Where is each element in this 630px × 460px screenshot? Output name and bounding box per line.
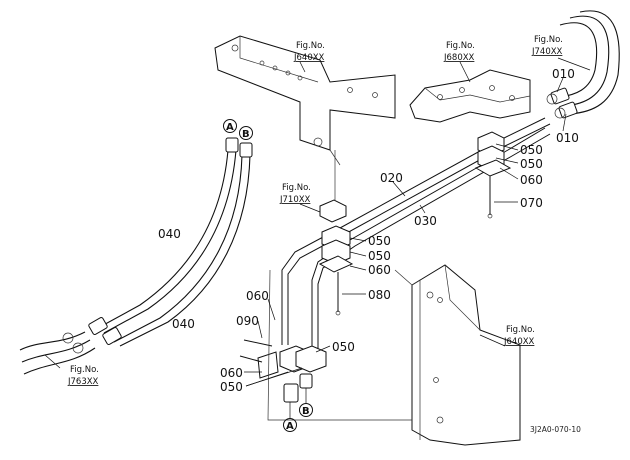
label-030: 030 [414, 214, 437, 228]
fig-ref-j710: Fig.No. J710XX [279, 183, 311, 205]
fig-ref-j640-bottom: Fig.No. J640XX [503, 325, 535, 347]
svg-text:B: B [242, 129, 250, 140]
label-050-a: 050 [520, 143, 543, 157]
marker-a-bottom: A [283, 402, 297, 432]
label-060-b: 060 [368, 263, 391, 277]
label-070: 070 [520, 196, 543, 210]
label-040-lower: 040 [172, 317, 195, 331]
label-050-d: 050 [368, 249, 391, 263]
fig-ref-code: J680XX [443, 53, 475, 63]
leader-lines [244, 77, 567, 387]
label-060-d: 060 [220, 366, 243, 380]
adapter-010-lower [554, 101, 578, 119]
fig-ref-label: Fig.No. [70, 365, 99, 375]
label-040-upper: 040 [158, 227, 181, 241]
svg-text:B: B [302, 406, 310, 417]
label-010-top: 010 [552, 67, 575, 81]
fig-ref-j680: Fig.No. J680XX [443, 41, 475, 63]
fig-ref-j763: Fig.No. J763XX [67, 365, 99, 387]
label-080: 080 [368, 288, 391, 302]
fig-ref-code: J763XX [67, 377, 99, 387]
label-050-e: 050 [332, 340, 355, 354]
marker-a-top: A [223, 119, 237, 133]
fig-ref-code: J740XX [531, 47, 563, 57]
label-050-f: 050 [220, 380, 243, 394]
clamp-middle [318, 225, 354, 316]
label-050-b: 050 [520, 157, 543, 171]
fig-ref-j740: Fig.No. J740XX [531, 35, 563, 57]
svg-text:A: A [226, 122, 234, 133]
label-050-c: 050 [368, 234, 391, 248]
fig-ref-label: Fig.No. [282, 183, 311, 193]
label-090: 090 [236, 314, 259, 328]
hoses-j740 [559, 10, 620, 115]
drawing-code: 3J2A0-070-10 [530, 425, 581, 434]
reference-lines [267, 150, 413, 421]
fig-ref-code: J640XX [293, 53, 325, 63]
fig-ref-label: Fig.No. [446, 41, 475, 51]
clamp-lower [239, 339, 327, 403]
label-010-bottom: 010 [556, 131, 579, 145]
fig-ref-label: Fig.No. [296, 41, 325, 51]
hose-040 [88, 137, 253, 347]
fig-ref-code: J710XX [279, 195, 311, 205]
label-060-c: 060 [246, 289, 269, 303]
bracket-j680 [409, 69, 531, 123]
fig-ref-j640-top: Fig.No. J640XX [293, 41, 325, 63]
side-plate-j640-bottom [411, 264, 521, 446]
clamp-upper-right [474, 131, 512, 219]
marker-b-top: B [239, 126, 253, 140]
svg-text:A: A [286, 421, 294, 432]
pipes-j763 [19, 331, 96, 375]
label-020: 020 [380, 171, 403, 185]
fig-ref-label: Fig.No. [534, 35, 563, 45]
fig-ref-leaders [44, 57, 591, 369]
marker-b-bottom: B [299, 388, 313, 417]
clamp-j710 [319, 199, 347, 223]
label-060-a: 060 [520, 173, 543, 187]
adapter-010-upper [546, 87, 570, 105]
fig-ref-code: J640XX [503, 337, 535, 347]
fig-ref-label: Fig.No. [506, 325, 535, 335]
